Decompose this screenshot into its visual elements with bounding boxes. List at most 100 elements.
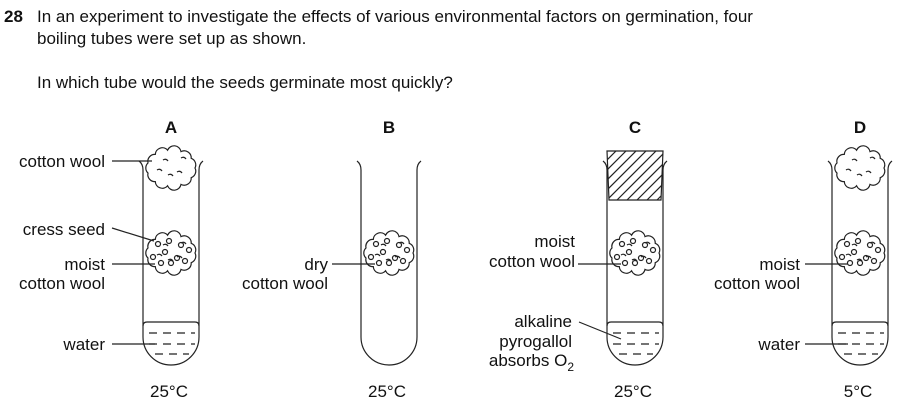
seed-icon xyxy=(637,254,645,262)
bung-hatch xyxy=(646,151,663,200)
label-d-cotton-wool: cotton wool xyxy=(714,274,800,293)
bung-hatch xyxy=(616,151,663,200)
label-a-cress-seed: cress seed xyxy=(23,220,105,239)
seed-icon xyxy=(874,246,882,254)
seed-icon xyxy=(165,237,173,245)
cotton-fiber xyxy=(180,156,187,160)
leader-line xyxy=(111,227,155,242)
bung-hatch xyxy=(607,151,647,200)
seed-icon xyxy=(862,254,870,262)
seed-icon xyxy=(613,253,621,261)
seed-icon xyxy=(641,241,649,249)
cotton-fiber xyxy=(640,255,647,259)
label-a-cotton-wool: cotton wool xyxy=(19,152,105,171)
seed-icon xyxy=(385,259,393,267)
label-a-cotton-wool-2: cotton wool xyxy=(19,274,105,293)
label-a-water: water xyxy=(62,335,105,354)
tube-c-temperature: 25°C xyxy=(614,382,652,401)
seed-icon xyxy=(154,240,162,248)
boiling-tube xyxy=(827,160,893,366)
cotton-fiber xyxy=(162,158,169,162)
seeds-on-cotton-wool xyxy=(834,230,886,276)
seed-icon xyxy=(631,259,639,267)
seed-icon xyxy=(391,254,399,262)
cotton-fiber xyxy=(626,243,633,247)
seeds-on-cotton-wool xyxy=(609,230,661,276)
seed-icon xyxy=(167,259,175,267)
seed-icon xyxy=(866,241,874,249)
seeds-on-cotton-wool xyxy=(363,230,415,276)
seed-icon xyxy=(856,259,864,267)
cotton-fiber xyxy=(176,170,183,174)
cotton-fiber xyxy=(167,173,174,177)
boiling-tube xyxy=(138,160,204,366)
seed-icon xyxy=(645,257,653,265)
tube-a-temperature: 25°C xyxy=(150,382,188,401)
cotton-fiber xyxy=(156,253,163,257)
seed-icon xyxy=(854,237,862,245)
seed-icon xyxy=(618,240,626,248)
seed-icon xyxy=(383,237,391,245)
cotton-fiber xyxy=(620,253,627,257)
cotton-fiber xyxy=(380,243,387,247)
bung-hatch xyxy=(626,151,663,200)
cotton-wool-plug xyxy=(834,145,886,191)
label-c-absorbs-o2: absorbs O2 xyxy=(489,351,574,374)
bung-hatch xyxy=(656,151,663,200)
liquid-surface xyxy=(831,321,889,327)
seed-icon xyxy=(372,240,380,248)
seed-icon xyxy=(850,248,858,256)
bung-hatch xyxy=(607,151,617,200)
cotton-fiber xyxy=(851,158,858,162)
cotton-fiber xyxy=(865,255,872,259)
cotton-fiber xyxy=(845,253,852,257)
liquid-surface xyxy=(606,321,664,327)
seed-icon xyxy=(161,248,169,256)
liquid-surface xyxy=(142,321,200,327)
bung-hatch xyxy=(636,151,663,200)
label-d-water: water xyxy=(757,335,800,354)
bung-hatch xyxy=(607,151,627,200)
cotton-fiber xyxy=(851,243,858,247)
cotton-fiber xyxy=(374,253,381,257)
cotton-fiber xyxy=(162,243,169,247)
seed-icon xyxy=(403,246,411,254)
cotton-fiber xyxy=(869,156,876,160)
seed-icon xyxy=(843,240,851,248)
seeds-on-cotton-wool xyxy=(145,230,197,276)
seed-icon xyxy=(846,259,854,267)
question-number: 28 xyxy=(4,7,23,26)
tube-d-letter: D xyxy=(854,118,866,137)
cotton-fiber xyxy=(394,255,401,259)
rubber-bung xyxy=(606,150,664,201)
tubes-diagram xyxy=(138,145,893,366)
cotton-fiber xyxy=(176,255,183,259)
question-text-line1: In an experiment to investigate the effe… xyxy=(37,7,753,26)
label-c-alkaline: alkaline xyxy=(514,312,572,331)
seed-icon xyxy=(621,259,629,267)
seed-icon xyxy=(185,246,193,254)
label-c-moist: moist xyxy=(534,232,575,251)
question-text-line2: boiling tubes were set up as shown. xyxy=(37,29,306,48)
seed-icon xyxy=(399,257,407,265)
seed-icon xyxy=(177,241,185,249)
label-b-cotton-wool: cotton wool xyxy=(242,274,328,293)
question-prompt: In which tube would the seeds germinate … xyxy=(37,73,453,92)
cotton-fiber xyxy=(865,170,872,174)
seed-icon xyxy=(395,241,403,249)
label-a-moist: moist xyxy=(64,255,105,274)
seed-icon xyxy=(649,246,657,254)
tube-a-letter: A xyxy=(165,118,177,137)
seed-icon xyxy=(375,259,383,267)
seed-icon xyxy=(625,248,633,256)
seed-icon xyxy=(157,259,165,267)
boiling-tube xyxy=(356,160,422,366)
cotton-fiber xyxy=(156,168,163,172)
seed-icon xyxy=(149,253,157,261)
bung-hatch xyxy=(607,151,657,200)
label-d-moist: moist xyxy=(759,255,800,274)
cotton-wool-plug xyxy=(145,145,197,191)
tube-c-letter: C xyxy=(629,118,641,137)
seed-icon xyxy=(379,248,387,256)
